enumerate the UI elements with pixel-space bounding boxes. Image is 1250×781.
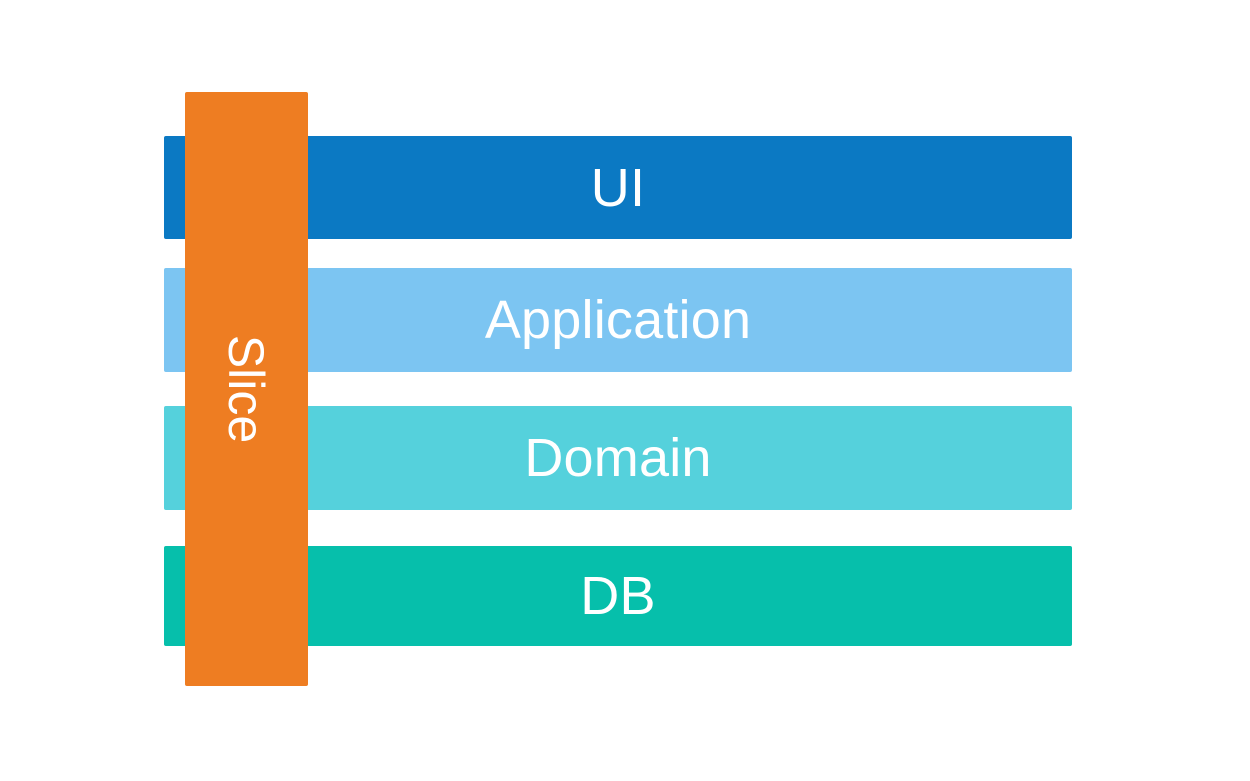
layer-bar-db[interactable]: DB bbox=[164, 546, 1072, 646]
layer-label-domain: Domain bbox=[524, 428, 712, 488]
vertical-slice-label: Slice bbox=[218, 334, 275, 444]
layer-label-db: DB bbox=[580, 566, 656, 626]
layer-label-application: Application bbox=[484, 290, 752, 350]
vertical-slice-column[interactable]: Slice bbox=[185, 92, 308, 686]
layer-bar-domain[interactable]: Domain bbox=[164, 406, 1072, 510]
layer-bar-ui[interactable]: UI bbox=[164, 136, 1072, 239]
layer-bar-application[interactable]: Application bbox=[164, 268, 1072, 372]
layer-label-ui: UI bbox=[590, 157, 646, 218]
